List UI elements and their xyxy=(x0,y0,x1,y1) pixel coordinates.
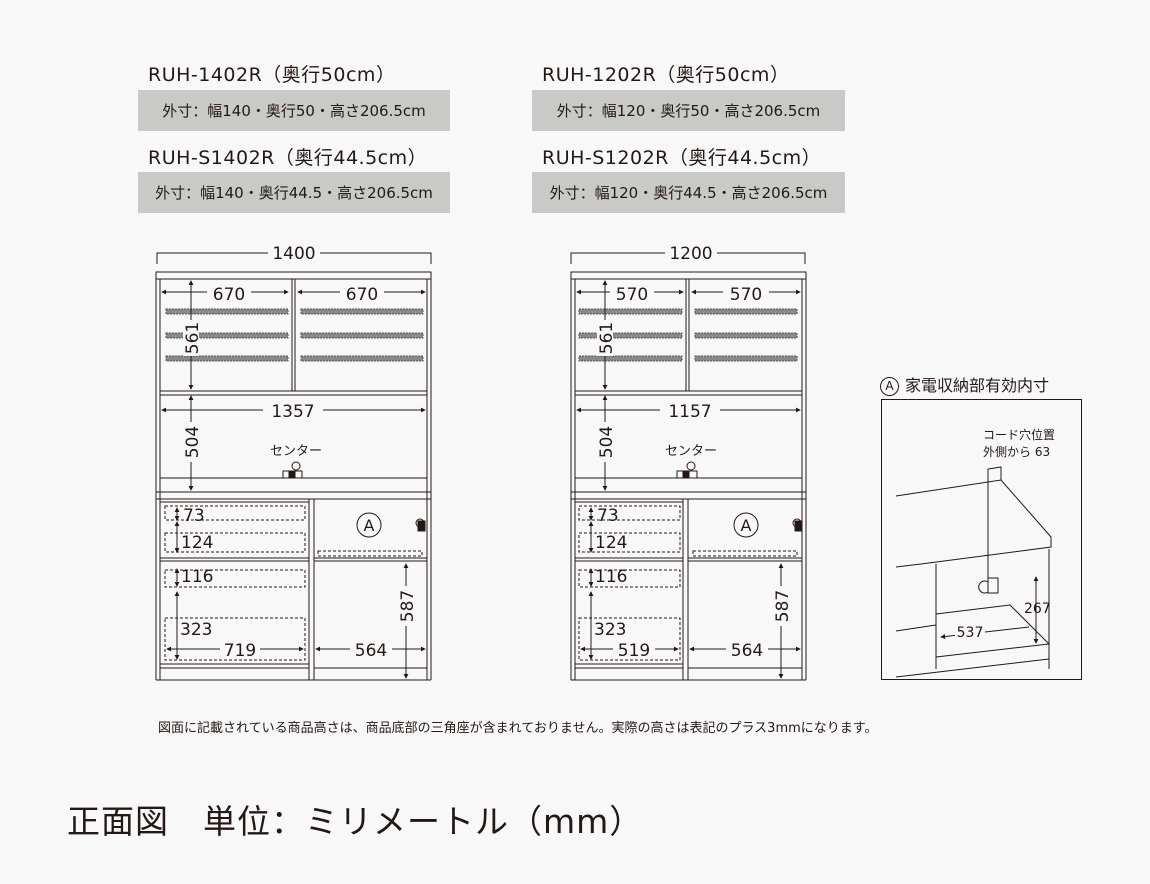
appliance-storage-inset: コード穴位置 外側から 63 267 537 xyxy=(881,399,1082,680)
spec-box-ruh-1202r: 外寸：幅120・奥行50・高さ206.5cm xyxy=(532,90,845,131)
svg-text:コード穴位置: コード穴位置 xyxy=(983,427,1055,442)
page-footer-title: 正面図 単位：ミリメートル（mm） xyxy=(67,802,644,841)
model-title-ruh-s1402r: RUH-S1402R（奥行44.5cm） xyxy=(148,147,428,169)
spec-box-ruh-1402r: 外寸：幅140・奥行50・高さ206.5cm xyxy=(138,90,450,131)
overall-width-label: 1200 xyxy=(669,244,712,264)
svg-text:323: 323 xyxy=(594,620,626,640)
svg-text:561: 561 xyxy=(597,322,617,354)
svg-text:センター: センター xyxy=(665,444,717,459)
svg-text:587: 587 xyxy=(773,590,793,622)
svg-text:124: 124 xyxy=(181,533,213,553)
svg-text:719: 719 xyxy=(224,641,256,661)
svg-text:561: 561 xyxy=(183,322,203,354)
front-diagram-1200: 1200 570 570 561 1157 504 センター 73 124 11… xyxy=(565,240,815,685)
svg-text:504: 504 xyxy=(597,426,617,458)
svg-text:504: 504 xyxy=(183,426,203,458)
svg-text:537: 537 xyxy=(957,625,984,641)
svg-text:670: 670 xyxy=(213,285,245,305)
svg-text:A: A xyxy=(364,516,375,535)
marker-a-icon: A xyxy=(880,377,899,396)
spec-text: 外寸：幅120・奥行50・高さ206.5cm xyxy=(556,102,821,120)
model-title-ruh-s1202r: RUH-S1202R（奥行44.5cm） xyxy=(542,147,822,169)
svg-text:73: 73 xyxy=(597,506,619,526)
svg-text:519: 519 xyxy=(618,641,650,661)
svg-text:A: A xyxy=(741,516,752,535)
svg-text:1357: 1357 xyxy=(271,402,314,422)
front-diagram-1400: 1400 670 670 561 1357 504 センター 73 12 xyxy=(150,240,440,685)
spec-box-ruh-s1202r: 外寸：幅120・奥行44.5・高さ206.5cm xyxy=(532,172,845,213)
svg-text:73: 73 xyxy=(183,506,205,526)
svg-text:564: 564 xyxy=(731,641,763,661)
svg-text:570: 570 xyxy=(616,285,648,305)
svg-text:323: 323 xyxy=(180,620,212,640)
model-title-ruh-1402r: RUH-1402R（奥行50cm） xyxy=(148,64,396,86)
svg-text:外側から 63: 外側から 63 xyxy=(983,445,1050,459)
model-title-ruh-1202r: RUH-1202R（奥行50cm） xyxy=(542,64,790,86)
spec-box-ruh-s1402r: 外寸：幅140・奥行44.5・高さ206.5cm xyxy=(138,172,450,213)
svg-text:267: 267 xyxy=(1024,601,1051,617)
inset-title: A 家電収納部有効内寸 xyxy=(880,372,1049,396)
height-note: 図面に記載されている商品高さは、商品底部の三角座が含まれておりません。実際の高さ… xyxy=(158,721,878,736)
svg-text:116: 116 xyxy=(595,567,627,587)
svg-text:587: 587 xyxy=(398,590,418,622)
svg-text:570: 570 xyxy=(730,285,762,305)
svg-text:564: 564 xyxy=(355,641,387,661)
svg-text:124: 124 xyxy=(595,533,627,553)
svg-text:センター: センター xyxy=(270,444,322,459)
svg-text:670: 670 xyxy=(346,285,378,305)
overall-width-label: 1400 xyxy=(272,244,315,264)
spec-text: 外寸：幅140・奥行44.5・高さ206.5cm xyxy=(155,184,433,202)
svg-text:116: 116 xyxy=(181,567,213,587)
svg-text:1157: 1157 xyxy=(668,402,711,422)
inset-title-text: 家電収納部有効内寸 xyxy=(905,376,1050,395)
spec-text: 外寸：幅120・奥行44.5・高さ206.5cm xyxy=(549,184,828,202)
spec-text: 外寸：幅140・奥行50・高さ206.5cm xyxy=(162,102,426,120)
